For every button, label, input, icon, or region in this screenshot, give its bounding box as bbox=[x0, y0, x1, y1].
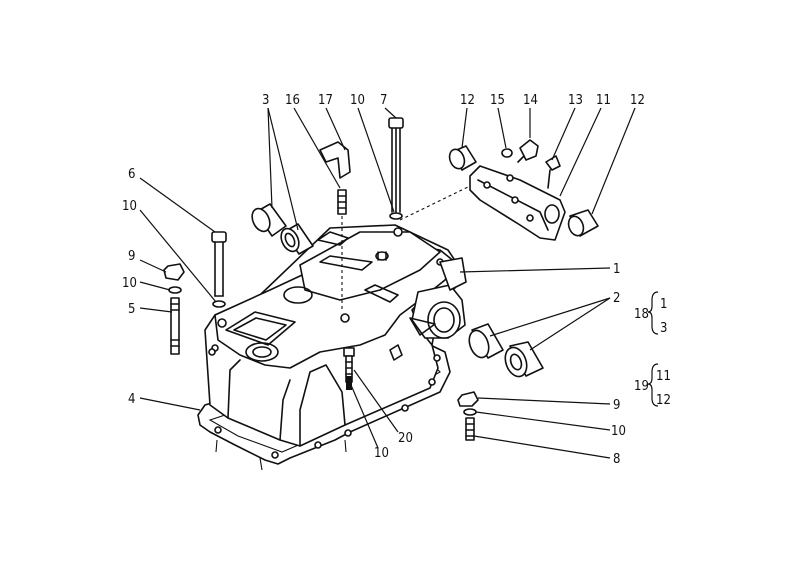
callout-10-top: 10 bbox=[350, 93, 365, 108]
stud-8 bbox=[457, 391, 479, 441]
callout-10-bottom: 10 bbox=[374, 446, 389, 461]
stud-5 bbox=[163, 263, 185, 355]
callout-9-right: 9 bbox=[613, 398, 620, 413]
callout-10-right: 10 bbox=[611, 424, 626, 439]
callout-14: 14 bbox=[523, 93, 538, 108]
callout-17: 17 bbox=[318, 93, 333, 108]
kit-19-item-1: 11 bbox=[656, 369, 671, 384]
callout-16: 16 bbox=[285, 93, 300, 108]
callout-9-left: 9 bbox=[128, 249, 135, 264]
screw-20 bbox=[343, 347, 355, 390]
kit-18-item-1: 1 bbox=[660, 297, 667, 312]
kit-18-number: 18 bbox=[634, 307, 649, 322]
screw-14 bbox=[501, 139, 539, 163]
callout-7: 7 bbox=[380, 93, 387, 108]
kit-18-item-2: 3 bbox=[660, 321, 667, 336]
callout-10-left-upper: 10 bbox=[122, 199, 137, 214]
callout-labels: 3 16 17 10 7 12 15 14 13 11 12 6 10 9 10… bbox=[122, 93, 645, 467]
callout-4: 4 bbox=[128, 392, 135, 407]
washer-10-top bbox=[389, 212, 403, 220]
washer-10-left bbox=[212, 300, 226, 308]
kit-18: 18 1 3 bbox=[634, 297, 667, 336]
callout-15: 15 bbox=[490, 93, 505, 108]
kit-19-item-2: 12 bbox=[656, 393, 671, 408]
cover-housing bbox=[197, 224, 467, 471]
callout-3: 3 bbox=[262, 93, 269, 108]
kit-18-brace bbox=[647, 291, 659, 335]
washer-15 bbox=[501, 148, 513, 158]
bracket-11 bbox=[469, 165, 566, 241]
kit-19: 19 11 12 bbox=[634, 369, 671, 408]
callout-13: 13 bbox=[568, 93, 583, 108]
bush-pair-3 bbox=[251, 203, 314, 255]
fitting-13 bbox=[545, 155, 561, 189]
bolt-6 bbox=[211, 231, 227, 308]
nipple-16 bbox=[337, 189, 347, 215]
bolt-7 bbox=[388, 117, 404, 220]
bush-pair-2 bbox=[468, 323, 544, 378]
callout-12-left: 12 bbox=[460, 93, 475, 108]
kit-19-brace bbox=[647, 363, 659, 407]
callout-12-right: 12 bbox=[630, 93, 645, 108]
callout-20: 20 bbox=[398, 431, 413, 446]
callout-8: 8 bbox=[613, 452, 620, 467]
callout-6: 6 bbox=[128, 167, 135, 182]
callout-10-left-lower: 10 bbox=[122, 276, 137, 291]
leader-lines bbox=[139, 107, 636, 459]
callout-1: 1 bbox=[613, 262, 620, 277]
callout-2: 2 bbox=[613, 291, 620, 306]
hose-17 bbox=[319, 141, 351, 179]
callout-11: 11 bbox=[596, 93, 611, 108]
kit-19-number: 19 bbox=[634, 379, 649, 394]
callout-5: 5 bbox=[128, 302, 135, 317]
bush-12-right bbox=[567, 209, 599, 237]
bush-12-left bbox=[448, 145, 477, 171]
